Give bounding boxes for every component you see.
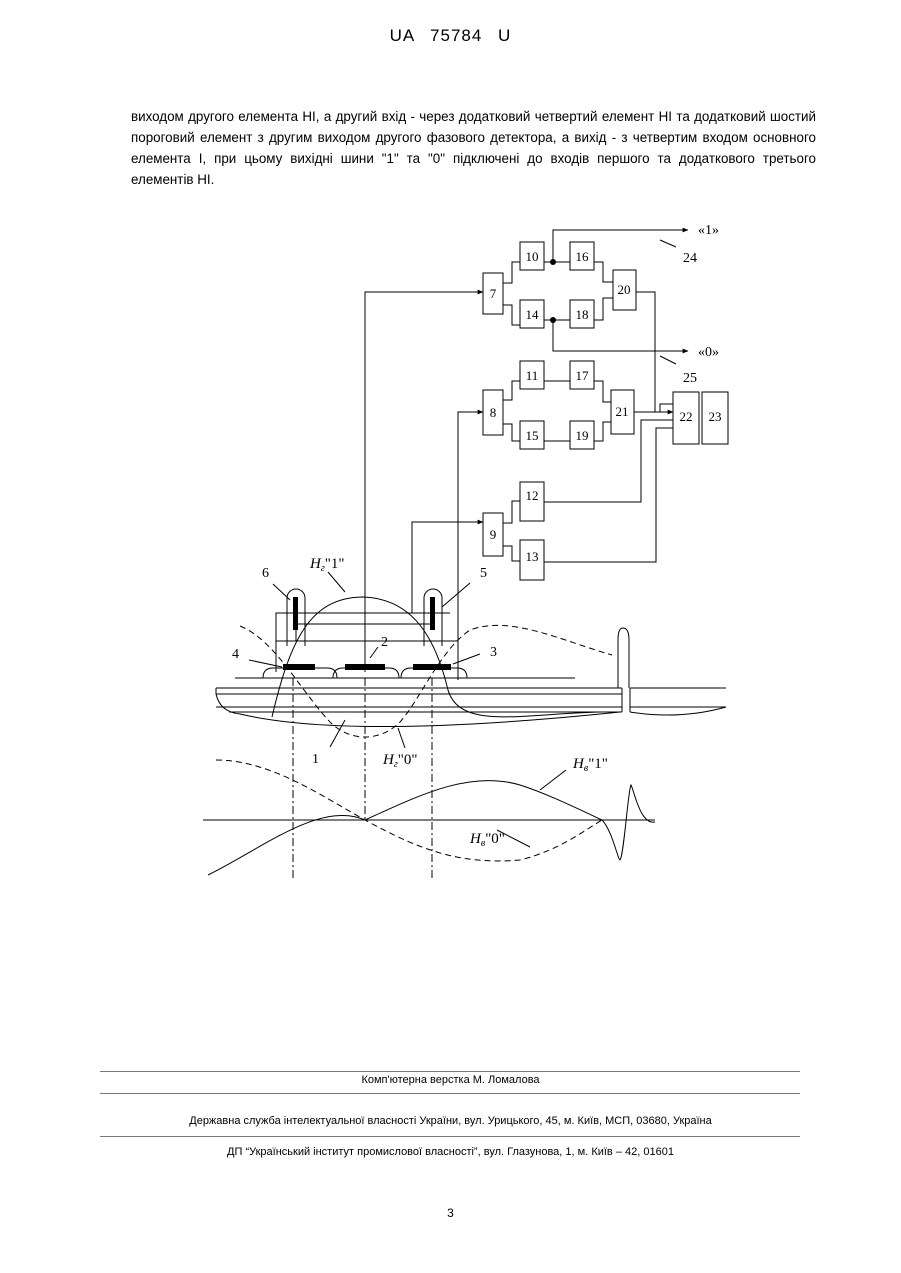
- bus-24-label: 24: [683, 251, 697, 266]
- patent-service-address: Державна служба інтелектуальної власност…: [0, 1115, 901, 1127]
- label-4: 4: [232, 647, 239, 662]
- block-label-13: 13: [526, 549, 539, 564]
- block-label-15: 15: [526, 428, 539, 443]
- field-label-hg-1: Hг"1": [309, 556, 345, 574]
- block-label-22: 22: [680, 409, 693, 424]
- field-label-hv-0: Hв"0": [469, 831, 505, 849]
- label-5: 5: [480, 566, 487, 581]
- output-0-label: «0»: [698, 345, 719, 360]
- block-label-7: 7: [490, 286, 497, 301]
- block-label-9: 9: [490, 527, 497, 542]
- layout-credit: Комп'ютерна верстка М. Ломалова: [0, 1074, 901, 1086]
- block-label-21: 21: [616, 404, 629, 419]
- block-label-19: 19: [576, 428, 589, 443]
- footer-rule-top: [100, 1071, 800, 1072]
- block-label-10: 10: [526, 249, 539, 264]
- label-1: 1: [312, 752, 319, 767]
- label-6: 6: [262, 566, 269, 581]
- block-label-23: 23: [709, 409, 722, 424]
- institute-address: ДП “Український інститут промислової вла…: [0, 1146, 901, 1158]
- block-label-8: 8: [490, 405, 497, 420]
- block-label-11: 11: [526, 368, 539, 383]
- block-label-16: 16: [576, 249, 590, 264]
- block-label-18: 18: [576, 307, 589, 322]
- footer-rule-bottom: [100, 1136, 800, 1137]
- label-3: 3: [490, 645, 497, 660]
- footer-rule-middle: [100, 1093, 800, 1094]
- output-1-label: «1»: [698, 223, 719, 238]
- label-2: 2: [381, 635, 388, 650]
- field-label-hg-0: Hг"0": [382, 752, 418, 770]
- field-label-hv-1: Hв"1": [572, 756, 608, 774]
- bus-25-label: 25: [683, 371, 697, 386]
- block-label-17: 17: [576, 368, 590, 383]
- block-label-20: 20: [618, 282, 631, 297]
- block-label-14: 14: [526, 307, 540, 322]
- block-label-12: 12: [526, 488, 539, 503]
- page-number: 3: [0, 1206, 901, 1220]
